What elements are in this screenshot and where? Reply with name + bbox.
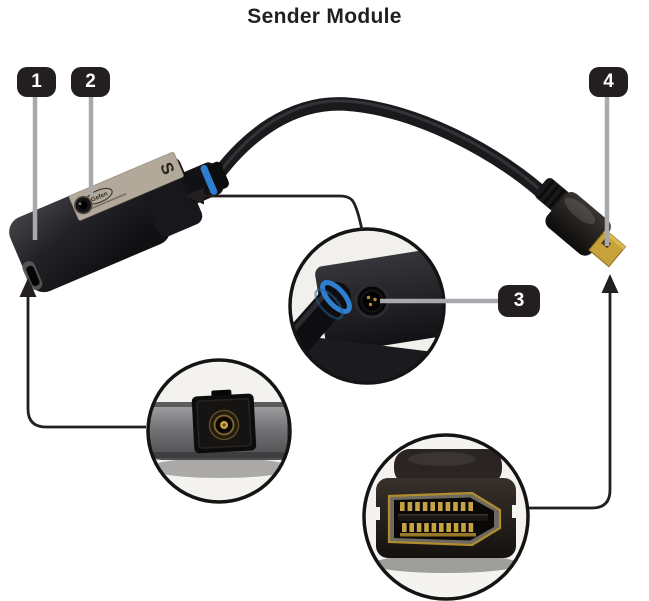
plug-shell — [545, 192, 611, 256]
figure-title: Sender Module — [247, 5, 402, 28]
inset-displayport-photo — [372, 449, 520, 573]
shadow — [372, 555, 520, 573]
fiber-optic-port — [191, 389, 257, 454]
blue-ring-closeup — [320, 280, 352, 314]
cable-highlight — [218, 99, 542, 192]
latch-notch-left — [373, 507, 380, 520]
fiber-cable — [207, 97, 557, 207]
fine-print-line — [87, 192, 127, 211]
arrowhead-up-fiber — [19, 278, 37, 297]
latch-notch-right — [512, 505, 519, 518]
blue-ring — [200, 164, 218, 196]
callout-badge-4: 4 — [589, 67, 628, 97]
displayport-pins-bottom — [402, 523, 474, 532]
pointer-line-fiber-port — [26, 292, 146, 429]
inset-power-port — [288, 227, 446, 385]
pointer-lines — [26, 194, 612, 510]
arrowhead-left — [185, 187, 204, 205]
plug-overmold-top — [394, 449, 502, 485]
fiber-port-slot — [26, 265, 40, 287]
inset-circle-border — [362, 433, 530, 601]
product-label: Gefen S — [68, 151, 184, 221]
callout-badge-1: 1 — [17, 67, 56, 97]
pointer-arrowheads — [19, 187, 619, 297]
sender-module-body: Gefen S — [9, 151, 229, 293]
shadow — [148, 458, 290, 478]
callout-badge-3: 3 — [498, 285, 540, 317]
callout-badge-2: 2 — [71, 67, 110, 97]
neck-tip — [208, 161, 229, 190]
inset-fiber-port-photo — [148, 389, 290, 478]
power-connector — [354, 283, 390, 319]
arrowhead-up-displayport — [601, 274, 619, 293]
displayport-shield — [387, 491, 502, 547]
sender-dongle-photo: Gefen S — [9, 97, 627, 293]
inset-displayport-front — [362, 433, 530, 601]
pointer-line-displayport — [529, 288, 612, 510]
inset-fiber-port — [146, 358, 292, 504]
inset-circle-border — [146, 358, 292, 504]
badge-leader-lines — [32, 96, 610, 304]
inset-circle-border — [288, 227, 446, 385]
indicator-led — [74, 195, 93, 215]
module-top-face — [9, 169, 171, 293]
pointer-line-power-port — [198, 194, 364, 231]
displayport-pins-top — [400, 502, 473, 511]
displayport-plug-photo — [535, 178, 627, 268]
